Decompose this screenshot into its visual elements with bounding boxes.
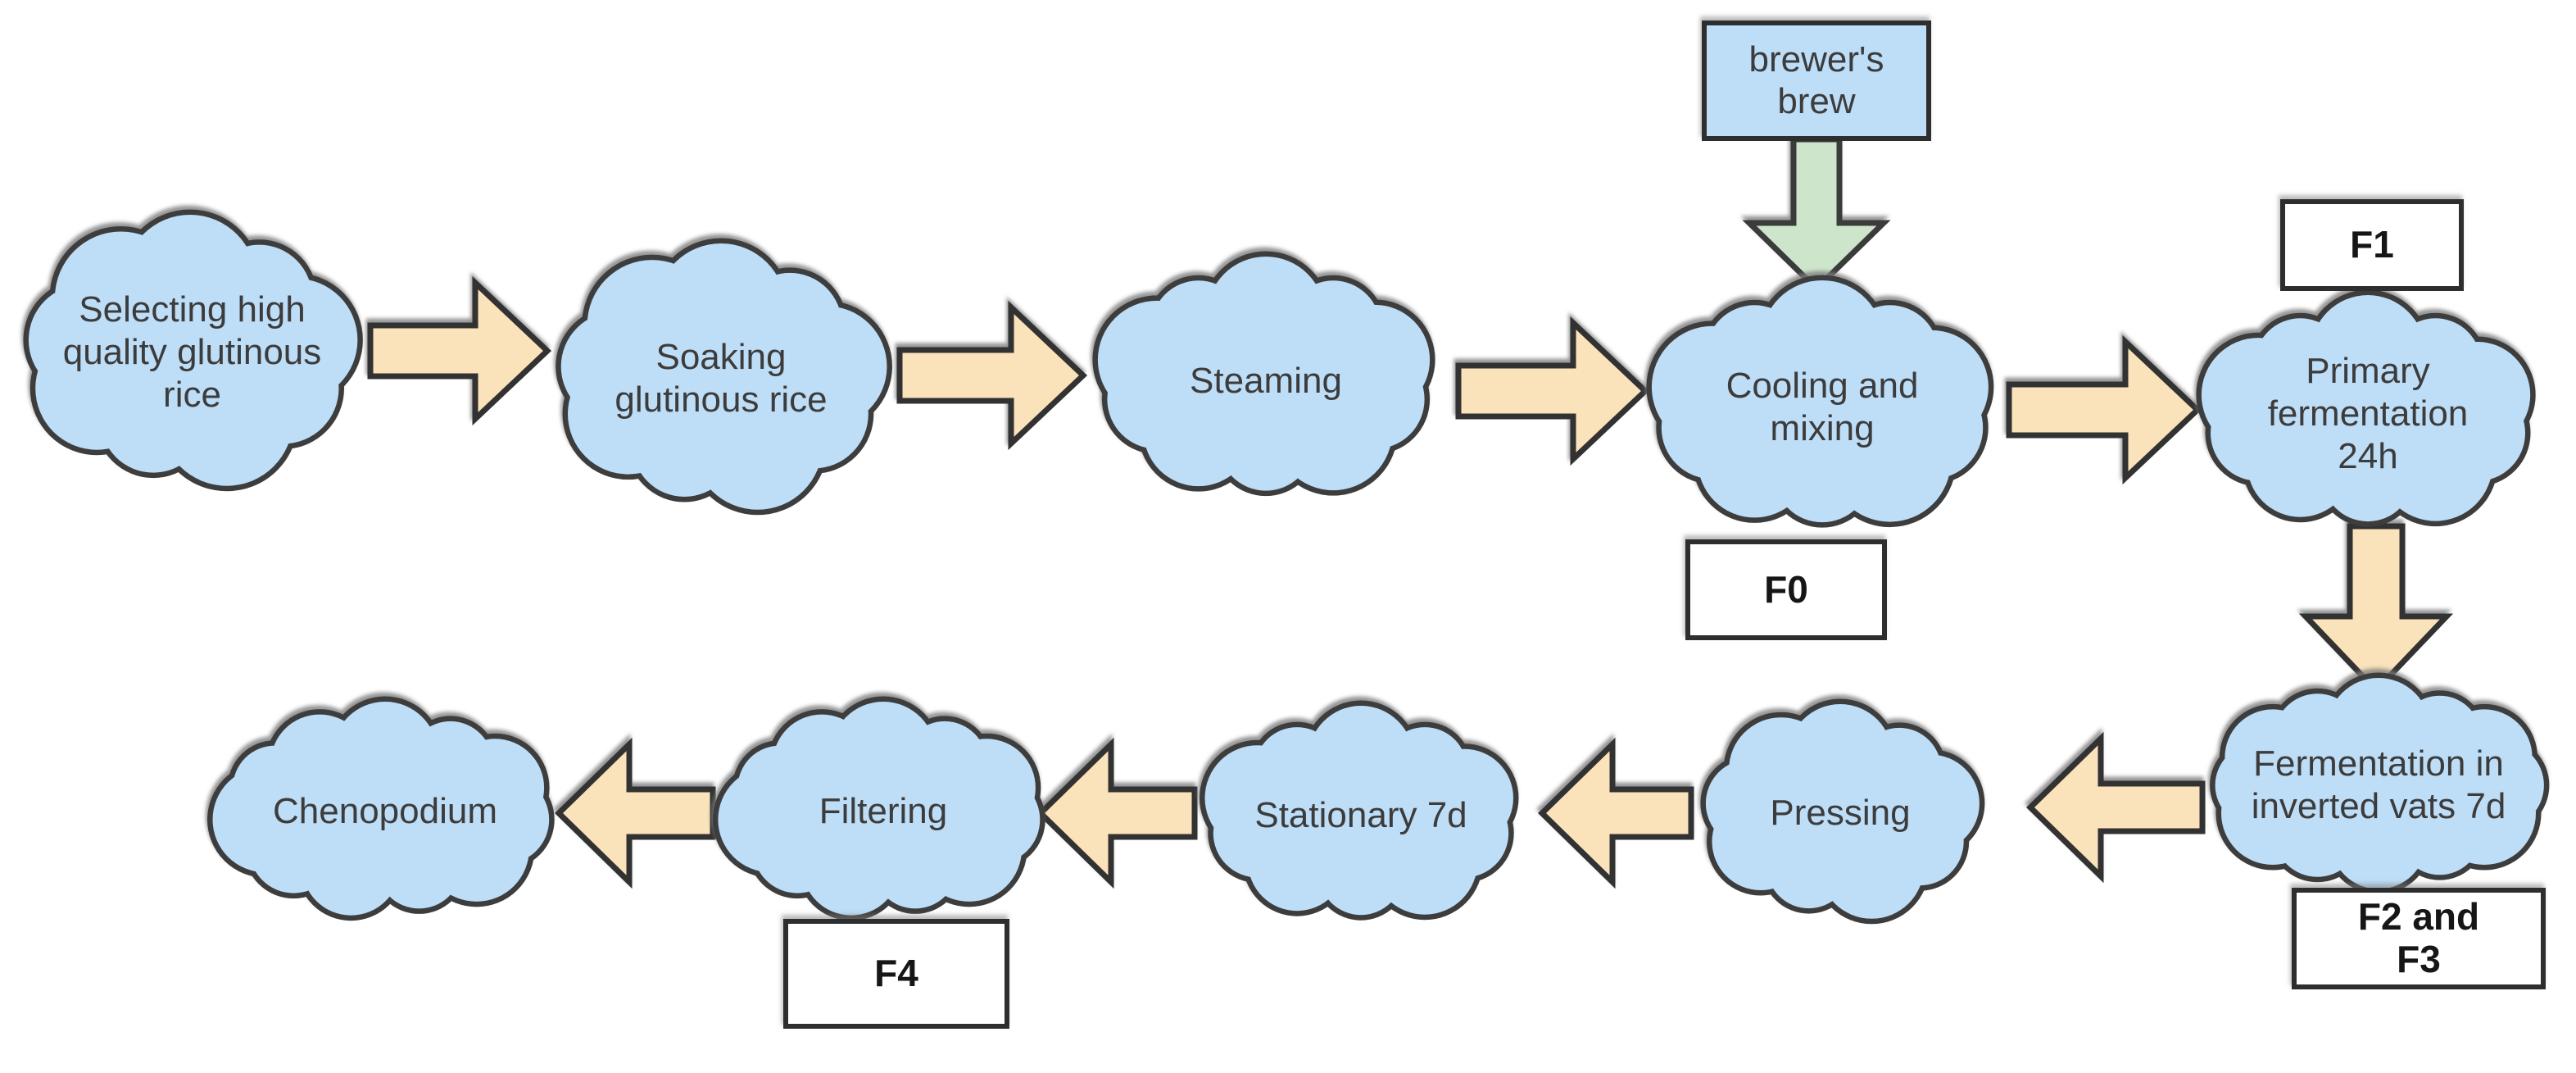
annotation-box-f1: F1: [2280, 199, 2464, 291]
arrow-pressing-to-stationary: [1537, 737, 1694, 889]
cloud-shape-cool: [1646, 275, 1994, 528]
annotation-label-f4: F4: [874, 952, 918, 995]
annotation-label-f0: F0: [1764, 567, 1808, 611]
annotation-box-f4: F4: [783, 919, 1009, 1029]
cloud-shape-filtering: [712, 696, 1045, 921]
cloud-shape-stationary: [1200, 700, 1519, 921]
annotation-box-f2-f3: F2 and F3: [2292, 888, 2546, 989]
arrow-inverted-to-pressing: [2025, 731, 2206, 884]
cloud-shape-primary: [2196, 289, 2536, 527]
cloud-shape-chenopodium: [207, 696, 555, 921]
arrow-stationary-to-filtering: [1036, 737, 1198, 889]
cloud-shape-inverted: [2210, 672, 2550, 895]
arrow-brewers-brew-to-cooling: [1742, 136, 1891, 293]
cloud-shape-soak: [556, 238, 892, 516]
arrow-filtering-to-chenopodium: [554, 737, 716, 889]
annotation-label-f2-f3: F2 and F3: [2357, 895, 2480, 980]
arrow-steam-to-cooling: [1455, 316, 1650, 466]
arrow-cooling-to-primary: [2006, 334, 2202, 485]
arrow-soak-to-steam: [896, 300, 1088, 451]
arrow-select-to-soak: [367, 275, 552, 426]
cloud-shape-select: [23, 209, 363, 492]
input-label-brewers-brew: brewer's brew: [1748, 39, 1884, 121]
annotation-box-f0: F0: [1685, 539, 1887, 640]
arrow-primary-to-inverted: [2298, 523, 2454, 695]
cloud-shape-pressing: [1700, 698, 1985, 925]
annotation-label-f1: F1: [2350, 223, 2394, 266]
cloud-shape-steam: [1092, 251, 1435, 497]
input-box-brewers-brew: brewer's brew: [1702, 20, 1931, 141]
